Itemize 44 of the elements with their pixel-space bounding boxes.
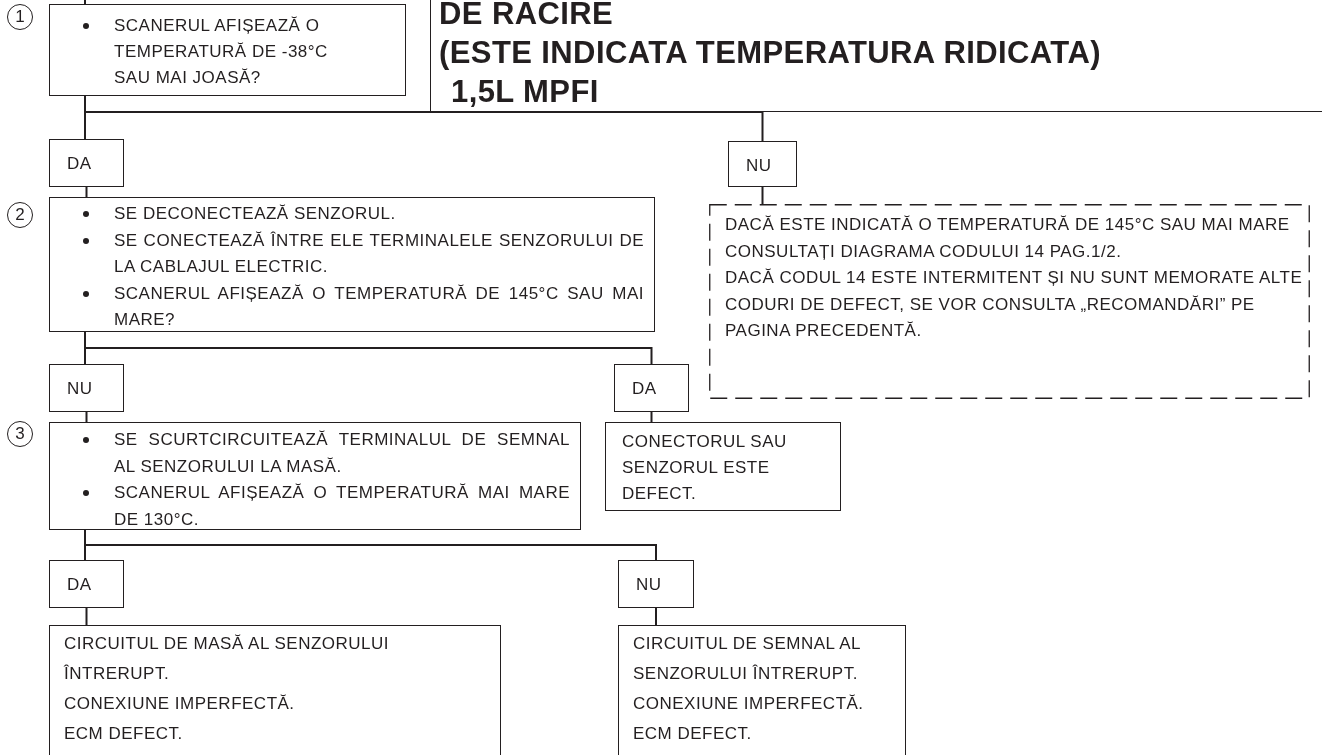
step-instruction: SCANERUL AFIȘEAZĂ O TEMPERATURĂ MAI MARE DE 130°C. — [114, 482, 570, 531]
result-box — [49, 625, 501, 755]
answer-label: DA — [632, 379, 658, 399]
connector-line — [761, 186, 764, 205]
result-box — [618, 625, 906, 755]
title-text: DE RACIRE — [439, 0, 615, 33]
question-box — [49, 422, 581, 530]
note-text: CONEXIUNE IMPERFECTĂ. — [633, 693, 865, 715]
note-text: CIRCUITUL DE SEMNAL AL SENZORULUI ÎNTRERUPT. — [633, 633, 862, 685]
answer-box — [618, 560, 694, 608]
answer-label: NU — [636, 575, 663, 595]
answer-label: NU — [67, 379, 94, 399]
answer-box — [614, 364, 689, 412]
note-text: ECM DEFECT. — [633, 723, 753, 745]
answer-label: DA — [67, 575, 93, 595]
note-text: DACĂ CODUL 14 ESTE INTERMITENT ȘI NU SUNT MEMORATE ALTE CODURI DE DEFECT, SE VOR CONSULTA „RECOMANDĂRI” PE PAGINA PRECEDENTĂ. — [725, 267, 1304, 342]
answer-box — [49, 139, 124, 187]
note-text: CIRCUITUL DE MASĂ AL SENZORULUI ÎNTRERUPT. — [64, 633, 391, 685]
title-text: (ESTE INDICATA TEMPERATURA RIDICATA) — [439, 34, 1102, 72]
question-box — [49, 4, 406, 96]
connector-line — [85, 411, 88, 423]
note-text: DACĂ ESTE INDICATĂ O TEMPERATURĂ DE 145°C SAU MAI MARE CONSULTAȚI DIAGRAMA CODULUI 14 PAG.1/2. — [725, 214, 1291, 263]
note-text: ECM DEFECT. — [64, 723, 184, 745]
step-instruction: SCANERUL AFIȘEAZĂ O TEMPERATURĂ DE -38°C SAU MAI JOASĂ? — [114, 15, 329, 89]
step-instruction: SCANERUL AFIȘEAZĂ O TEMPERATURĂ DE 145°C SAU MAI MARE? — [114, 282, 644, 331]
connector-line — [85, 186, 88, 198]
title-box — [430, 0, 1322, 112]
connector-line — [650, 411, 653, 423]
step-instruction: SE DECONECTEAZĂ SENZORUL. — [114, 203, 397, 225]
connector-line — [655, 607, 657, 626]
note-text: CONECTORUL SAU SENZORUL ESTE DEFECT. — [622, 431, 788, 505]
answer-box — [728, 141, 797, 187]
question-box — [49, 197, 655, 332]
answer-box — [49, 364, 124, 412]
result-box — [605, 422, 841, 511]
answer-label: DA — [67, 154, 93, 174]
answer-box — [49, 560, 124, 608]
step-instruction: SE CONECTEAZĂ ÎNTRE ELE TERMINALELE SENZORULUI DE LA CABLAJUL ELECTRIC. — [114, 229, 644, 278]
title-text: 1,5L MPFI — [450, 73, 600, 111]
note-text: CONEXIUNE IMPERFECTĂ. — [64, 693, 296, 715]
connector-line — [85, 607, 88, 626]
note-box — [709, 204, 1310, 399]
step-instruction: SE SCURTCIRCUITEAZĂ TERMINALUL DE SEMNAL AL SENZORULUI LA MASĂ. — [114, 429, 570, 478]
answer-label: NU — [746, 156, 773, 176]
